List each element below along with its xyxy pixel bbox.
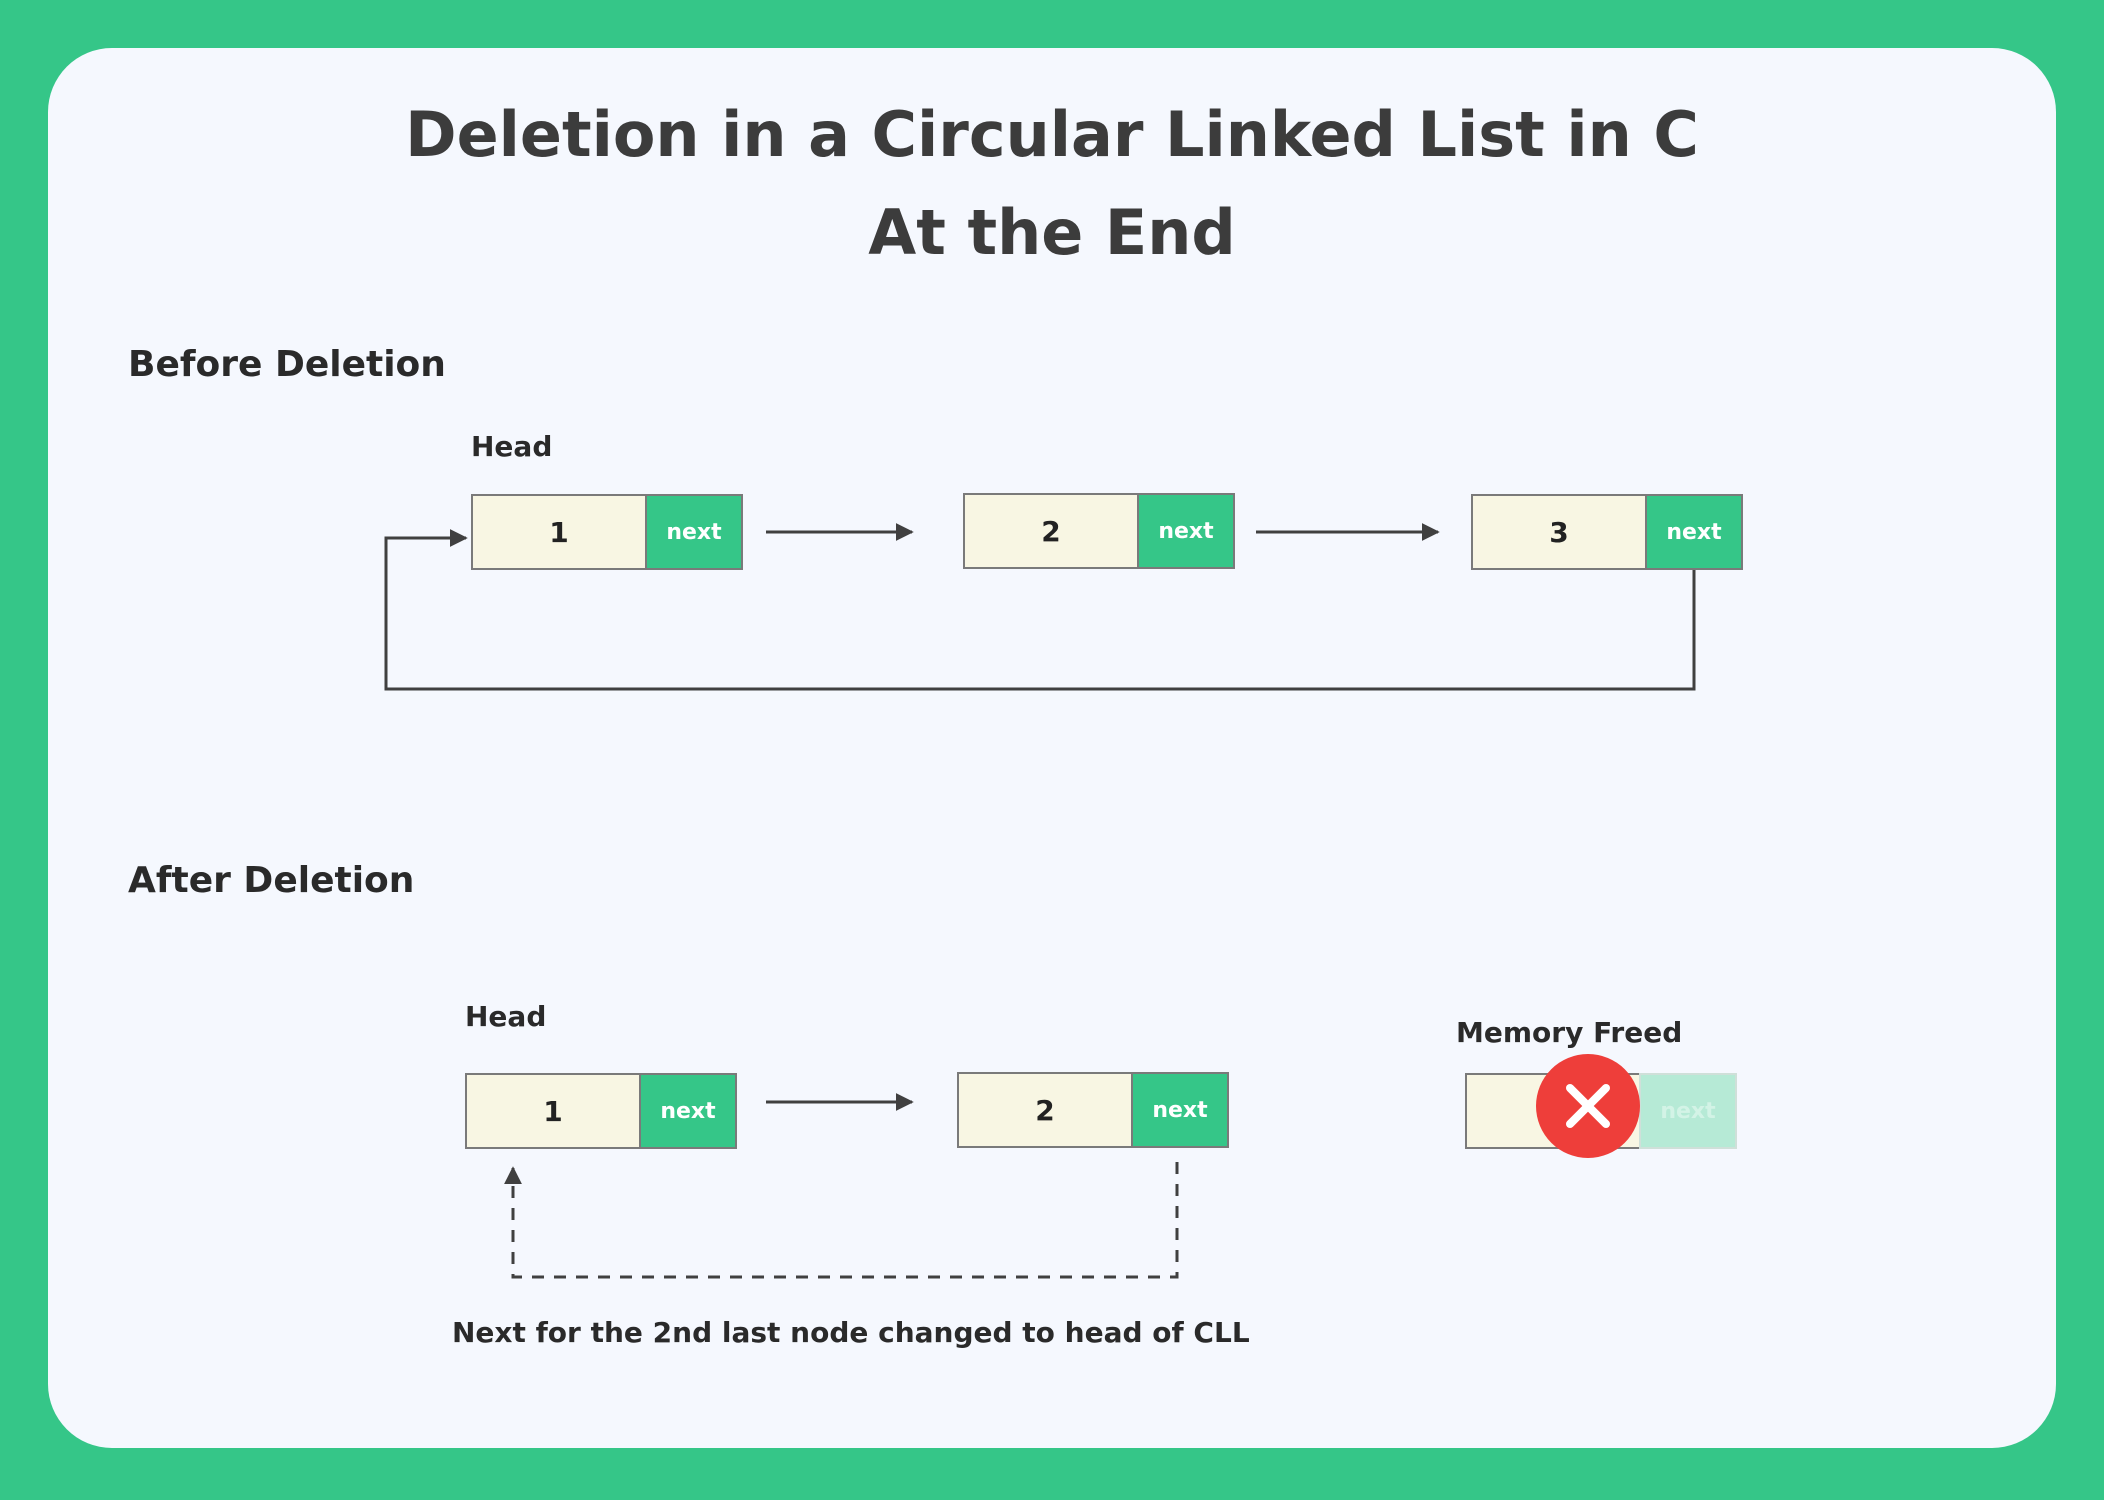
node-value: 2	[957, 1072, 1131, 1148]
node-value: 2	[963, 493, 1137, 569]
after-caption: Next for the 2nd last node changed to he…	[452, 1316, 1250, 1349]
node-value: 1	[471, 494, 645, 570]
node-next-pointer: next	[1131, 1072, 1229, 1148]
node-next-pointer: next	[1639, 1073, 1737, 1149]
before-node-3: 3 next	[1471, 494, 1743, 570]
after-dashed-loop-arrow	[504, 1162, 1179, 1279]
after-head-label: Head	[465, 1000, 547, 1033]
node-next-pointer: next	[1137, 493, 1235, 569]
node-value: 3	[1471, 494, 1645, 570]
diagram-subtitle: At the End	[868, 196, 1236, 269]
after-node-2: 2 next	[957, 1072, 1229, 1148]
node-next-pointer: next	[645, 494, 743, 570]
node-next-pointer: next	[1645, 494, 1743, 570]
memory-freed-label: Memory Freed	[1456, 1016, 1683, 1049]
node-next-pointer: next	[639, 1073, 737, 1149]
before-node-2: 2 next	[963, 493, 1235, 569]
before-node-1: 1 next	[471, 494, 743, 570]
diagram-card	[48, 48, 2056, 1448]
before-head-label: Head	[471, 430, 553, 463]
close-icon	[1566, 1084, 1610, 1128]
after-node-1: 1 next	[465, 1073, 737, 1149]
before-heading: Before Deletion	[128, 344, 446, 385]
delete-x-icon	[1536, 1054, 1640, 1158]
node-value: 1	[465, 1073, 639, 1149]
diagram-title: Deletion in a Circular Linked List in C	[405, 98, 1699, 171]
after-heading: After Deletion	[128, 860, 415, 901]
before-loop-arrow	[384, 529, 1696, 691]
